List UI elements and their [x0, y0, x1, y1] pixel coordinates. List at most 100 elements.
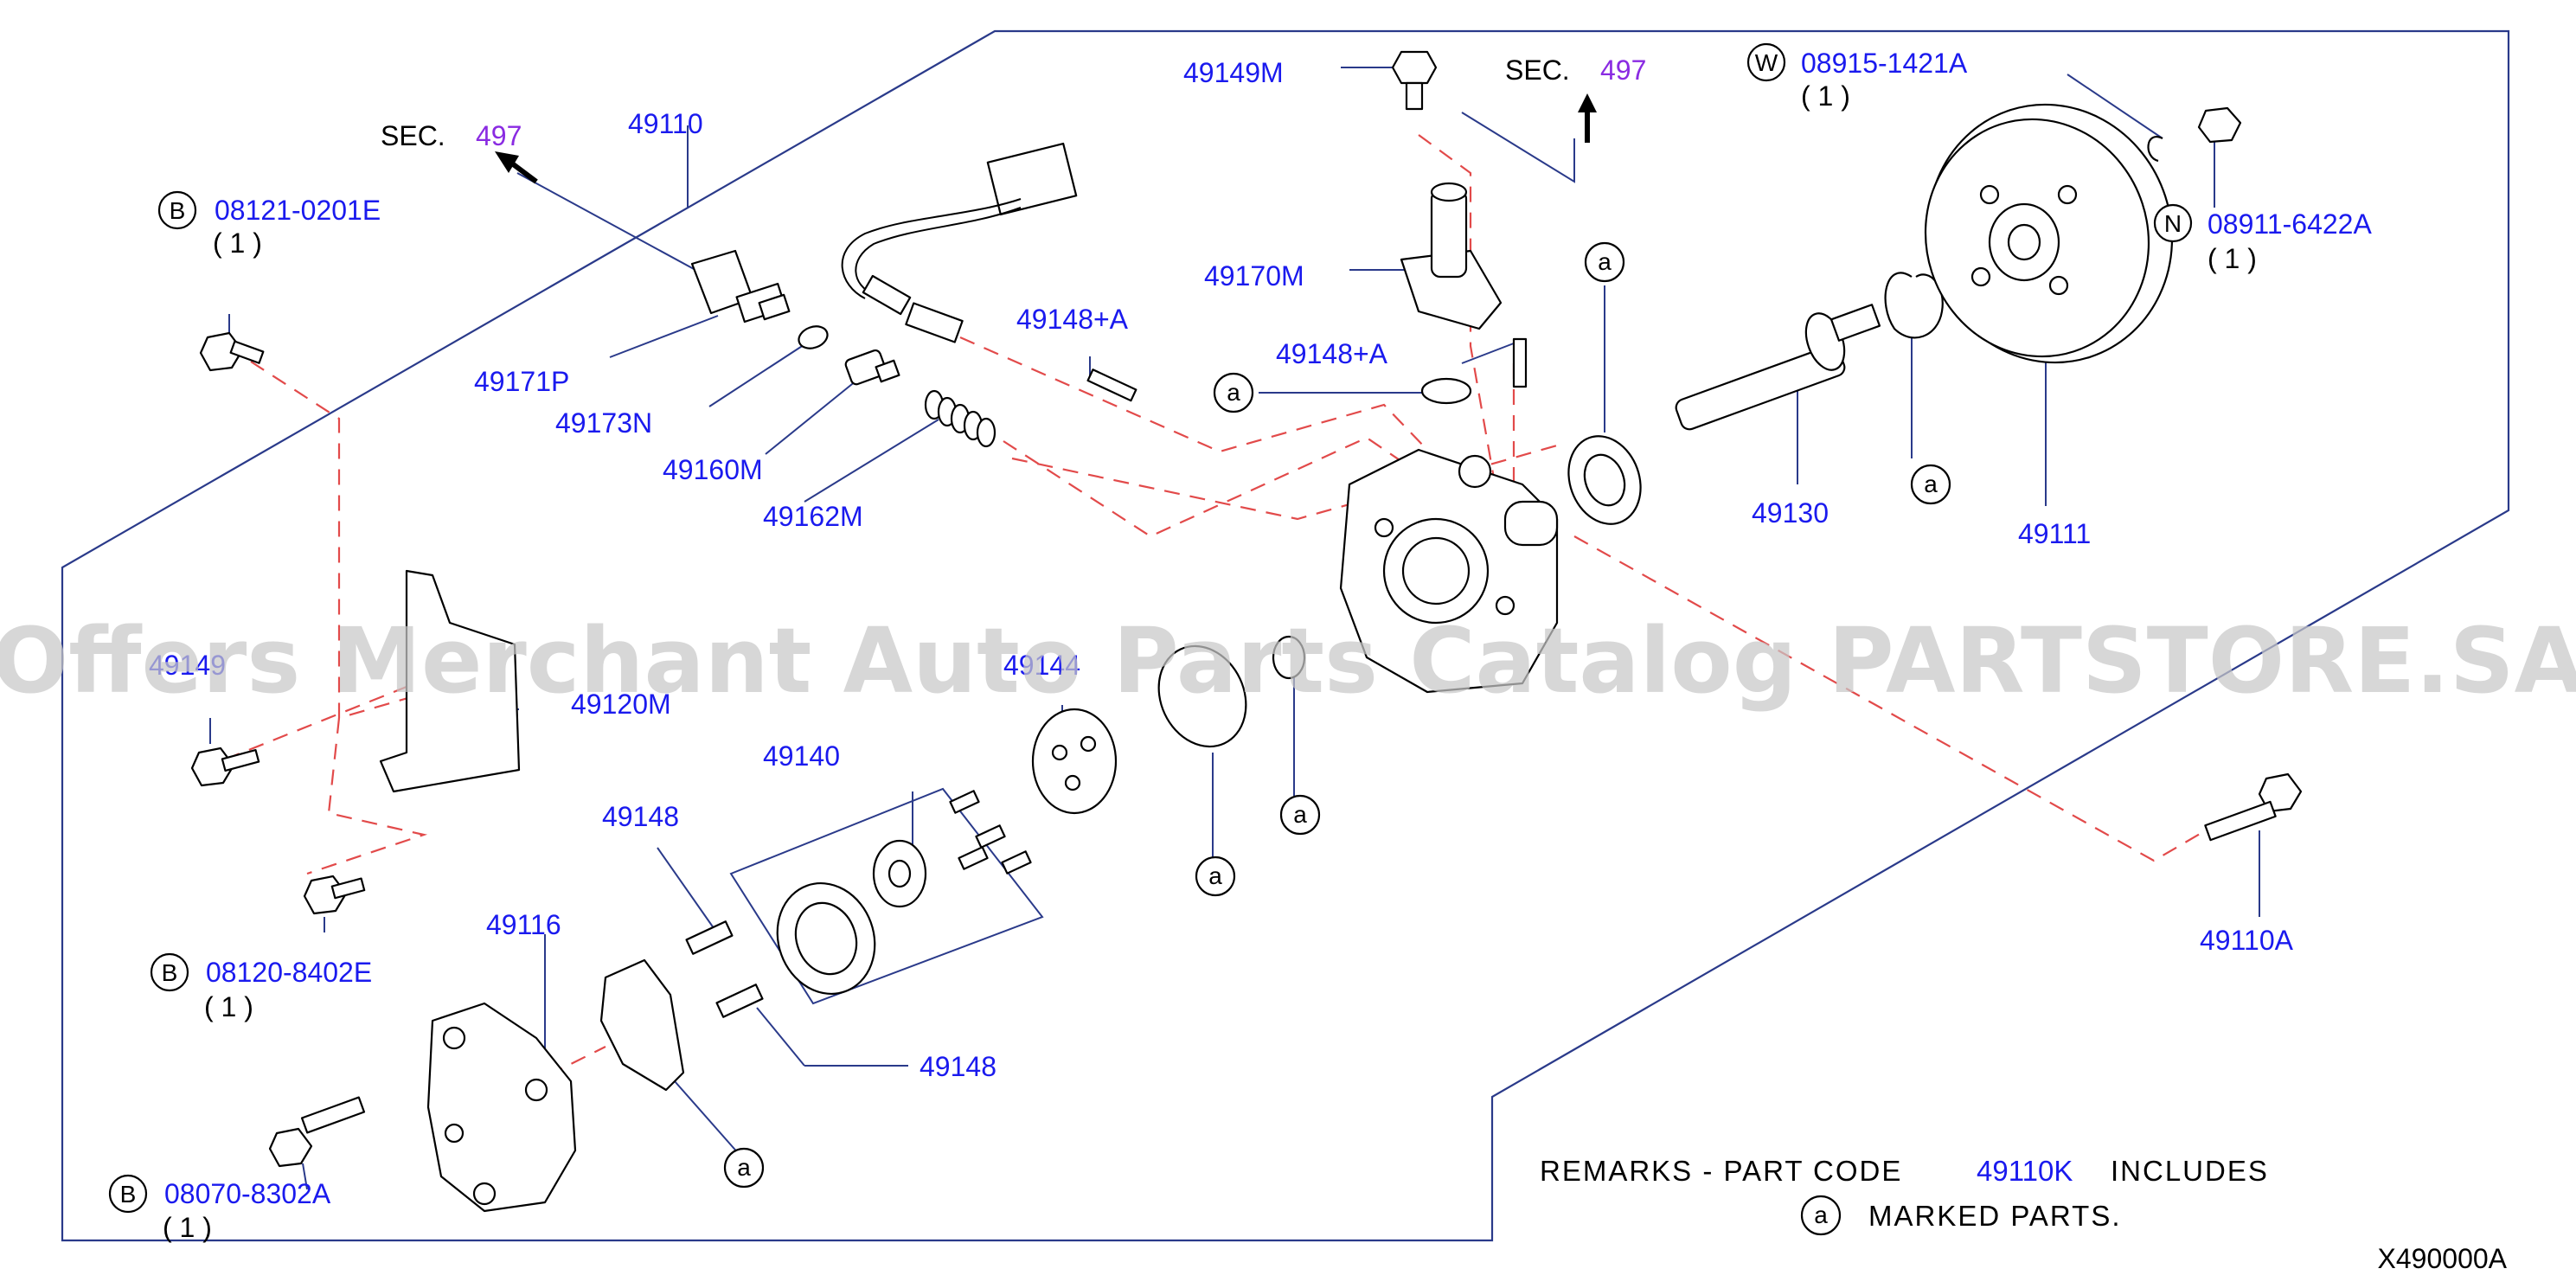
fastener-callout-08121[interactable]: B 08121-0201E ( 1 )	[157, 190, 381, 259]
part-label-49148-2[interactable]: 49148	[920, 1051, 996, 1082]
washer-08915	[2147, 136, 2163, 163]
part-label-49170m[interactable]: 49170M	[1204, 260, 1304, 292]
marker-a-small-o-ring: a	[1279, 794, 1321, 836]
o-ring-49148a	[1420, 377, 1472, 405]
fastener-code[interactable]: 08120-8402E	[206, 957, 372, 988]
sec-prefix: SEC.	[1505, 54, 1570, 86]
pump-body-49110	[1339, 448, 1559, 694]
fastener-code[interactable]: 08915-1421A	[1801, 48, 1968, 79]
part-label-49120m[interactable]: 49120M	[571, 689, 671, 720]
fastener-qty: ( 1 )	[2208, 243, 2257, 274]
section-ref-right[interactable]: SEC. 497	[1505, 54, 1646, 86]
fastener-letter: B	[120, 1181, 137, 1208]
part-label-49111[interactable]: 49111	[2018, 518, 2091, 549]
pin-49148a-1	[1086, 368, 1137, 402]
valve-49160m	[844, 349, 900, 386]
watermark: Offers Merchant Auto Parts Catalog PARTS…	[0, 608, 2576, 714]
marker-a-gasket: a	[723, 1147, 765, 1189]
remarks-part-code[interactable]: 49110K	[1977, 1155, 2073, 1187]
bolt-08121	[199, 331, 265, 372]
svg-text:a: a	[1208, 862, 1222, 889]
part-label-49116[interactable]: 49116	[486, 909, 561, 940]
part-label-49148-1[interactable]: 49148	[602, 801, 679, 832]
nut-08911	[2197, 106, 2242, 144]
shaft-49130	[1675, 304, 1881, 431]
remarks-line2: MARKED PARTS.	[1868, 1200, 2122, 1232]
fastener-letter: B	[162, 959, 178, 986]
fastener-callout-08911[interactable]: N 08911-6422A ( 1 )	[2153, 203, 2372, 274]
bolt-08120	[303, 875, 366, 915]
bolt-49149	[190, 747, 260, 787]
part-label-49130[interactable]: 49130	[1752, 497, 1829, 529]
part-label-49110a[interactable]: 49110A	[2200, 925, 2294, 956]
fastener-code[interactable]: 08070-8302A	[164, 1178, 331, 1209]
part-label-49162m[interactable]: 49162M	[763, 501, 863, 532]
remarks-block: REMARKS - PART CODE 49110K INCLUDES a MA…	[1540, 1155, 2269, 1236]
marker-a-large-o-ring: a	[1195, 855, 1236, 897]
svg-text:a: a	[737, 1154, 751, 1181]
oil-seal	[1567, 435, 1642, 525]
fastener-letter: N	[2164, 210, 2182, 237]
pressure-plate-49144	[1031, 708, 1118, 815]
part-label-49110[interactable]: 49110	[628, 108, 703, 139]
pin-49148a-2	[1512, 337, 1528, 388]
part-label-49144[interactable]: 49144	[1003, 650, 1080, 681]
fastener-callout-08070[interactable]: B 08070-8302A ( 1 )	[108, 1174, 331, 1243]
marker-a-seal: a	[1584, 241, 1625, 283]
section-ref-left[interactable]: SEC. 497	[381, 120, 522, 151]
remarks-text: REMARKS - PART CODE	[1540, 1155, 1902, 1187]
part-label-49148a-1[interactable]: 49148+A	[1016, 304, 1129, 335]
bolt-49110a	[2204, 772, 2303, 842]
fastener-callout-08120[interactable]: B 08120-8402E ( 1 )	[150, 952, 372, 1022]
pressure-switch	[690, 249, 791, 324]
bracket-49120m	[379, 569, 521, 793]
fastener-callout-08915[interactable]: W 08915-1421A ( 1 )	[1746, 42, 1968, 112]
fastener-qty: ( 1 )	[204, 991, 253, 1022]
fastener-qty: ( 1 )	[1801, 80, 1850, 112]
part-label-49149[interactable]: 49149	[149, 650, 226, 681]
part-label-49160m[interactable]: 49160M	[663, 454, 763, 485]
snap-ring	[1884, 272, 1944, 339]
remarks-marker-circle	[1800, 1195, 1842, 1236]
remarks-includes: INCLUDES	[2111, 1155, 2269, 1187]
part-label-49148a-2[interactable]: 49148+A	[1276, 338, 1388, 369]
svg-text:a: a	[1293, 801, 1307, 828]
fastener-code[interactable]: 08911-6422A	[2208, 208, 2372, 240]
sec-number[interactable]: 497	[476, 120, 522, 151]
svg-text:a: a	[1598, 248, 1612, 275]
fastener-letter: B	[170, 197, 186, 224]
pin-49148-1	[685, 920, 734, 955]
pulley-49111	[1924, 103, 2174, 364]
sec-prefix: SEC.	[381, 120, 445, 151]
part-label-49140[interactable]: 49140	[763, 740, 840, 772]
spring-49162m	[924, 389, 996, 448]
o-ring-49173n	[798, 325, 829, 349]
fastener-qty: ( 1 )	[163, 1212, 212, 1243]
fastener-qty: ( 1 )	[213, 227, 262, 259]
pin-49148-2	[715, 984, 764, 1018]
diagram-code: X490000A	[2378, 1243, 2508, 1274]
suction-fitting-49170m	[1400, 182, 1503, 330]
o-ring-large	[1157, 644, 1247, 748]
bolt-49149m	[1391, 50, 1438, 111]
part-label-49171p[interactable]: 49171P	[474, 366, 569, 397]
bolt-08070	[268, 1096, 366, 1168]
cartridge-kit-49140	[729, 787, 1044, 1005]
section-arrow-left	[495, 151, 538, 184]
fastener-code[interactable]: 08121-0201E	[215, 195, 381, 226]
svg-text:a: a	[1227, 379, 1240, 406]
marker-a-o-ring: a	[1213, 372, 1254, 413]
svg-text:a: a	[1924, 471, 1938, 497]
part-label-49173n[interactable]: 49173N	[555, 407, 652, 439]
marker-a-snap-ring: a	[1910, 464, 1951, 505]
part-label-49149m[interactable]: 49149M	[1183, 57, 1284, 88]
remarks-marker: a	[1814, 1201, 1828, 1228]
switch-connector	[841, 142, 1078, 343]
section-arrow-right	[1578, 93, 1597, 143]
o-ring-small	[1272, 635, 1306, 680]
fastener-letter: W	[1755, 49, 1778, 76]
sec-number[interactable]: 497	[1600, 54, 1646, 86]
gasket	[599, 958, 685, 1092]
